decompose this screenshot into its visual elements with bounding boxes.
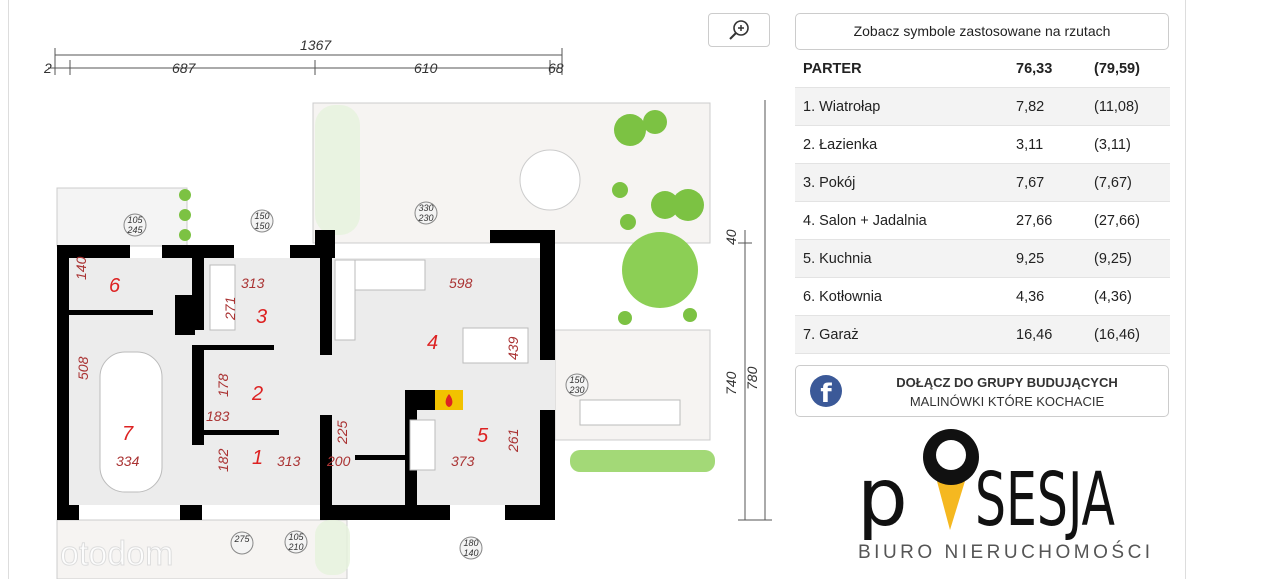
room-name: 2. Łazienka (795, 125, 1008, 164)
dim-room3-height: 271 (222, 297, 238, 321)
dim-room4-height: 439 (505, 336, 521, 360)
room-area-gross: (4,36) (1086, 277, 1170, 316)
floor-area: 76,33 (1008, 50, 1086, 88)
dim-room4-width: 598 (449, 275, 473, 291)
room-area: 9,25 (1008, 239, 1086, 278)
dim-side-b: 740 (723, 371, 739, 395)
room-area: 16,46 (1008, 315, 1086, 354)
svg-text:150: 150 (569, 375, 584, 385)
svg-text:150: 150 (254, 221, 269, 231)
room-number-1: 1 (252, 447, 263, 469)
room-area-gross: (16,46) (1086, 315, 1170, 354)
room-area: 27,66 (1008, 201, 1086, 240)
room-area-gross: (9,25) (1086, 239, 1170, 278)
svg-text:105: 105 (127, 215, 143, 225)
svg-text:245: 245 (126, 225, 143, 235)
zoom-in-icon (729, 20, 749, 40)
dim-room3-width: 313 (241, 275, 265, 291)
room-number-6: 6 (109, 275, 121, 297)
dim-room2-height: 178 (215, 373, 231, 397)
svg-text:330: 330 (418, 203, 433, 213)
svg-text:SESJA: SESJA (975, 457, 1115, 540)
posesja-logo: p SESJA (857, 429, 1115, 540)
svg-text:p: p (857, 451, 908, 540)
room-number-2: 2 (251, 383, 263, 405)
facebook-icon: f (810, 375, 842, 407)
dim-top-c: 610 (414, 60, 438, 76)
room-number-4: 4 (427, 332, 438, 354)
facebook-line2: MALINÓWKI KTÓRE KOCHACIE (909, 394, 1105, 409)
room-name: 6. Kotłownia (795, 277, 1008, 316)
dim-side-c: 780 (744, 366, 760, 390)
room-area-gross: (7,67) (1086, 163, 1170, 202)
dim-stairs: 225 (334, 420, 350, 445)
room-area: 3,11 (1008, 125, 1086, 164)
svg-text:275: 275 (233, 534, 250, 544)
dim-top-b: 687 (172, 60, 197, 76)
room-name: 7. Garaż (795, 315, 1008, 354)
room-number-5: 5 (477, 425, 489, 447)
floor-plan: 1367 2 687 610 68 40 740 780 6 3 4 2 7 1… (43, 37, 772, 579)
dim-room1-width: 313 (277, 453, 301, 469)
room-area: 4,36 (1008, 277, 1086, 316)
floor-area-gross: (79,59) (1086, 50, 1170, 88)
svg-text:230: 230 (417, 213, 433, 223)
zoom-in-button[interactable] (708, 13, 770, 47)
room-name: 1. Wiatrołap (795, 87, 1008, 126)
svg-text:230: 230 (568, 385, 584, 395)
floor-name: PARTER (795, 50, 1008, 88)
facebook-line1: DOŁĄCZ DO GRUPY BUDUJĄCYCH (896, 375, 1118, 390)
dim-side-a: 40 (723, 229, 739, 245)
room-area-gross: (27,66) (1086, 201, 1170, 240)
svg-text:140: 140 (463, 548, 478, 558)
dim-top-d: 68 (548, 60, 564, 76)
room-area: 7,82 (1008, 87, 1086, 126)
dim-room2-width: 183 (206, 408, 230, 424)
logo-subtitle: BIURO NIERUCHOMOŚCI (858, 542, 1154, 563)
dim-room5-width: 373 (451, 453, 475, 469)
room-area-gross: (11,08) (1086, 87, 1170, 126)
dim-room7-height: 508 (75, 356, 91, 380)
svg-text:150: 150 (254, 211, 269, 221)
dim-room1-height: 182 (215, 448, 231, 472)
walls (57, 230, 555, 520)
room-area: 7,67 (1008, 163, 1086, 202)
dim-total-width: 1367 (300, 37, 332, 53)
dim-room6-height: 140 (73, 256, 89, 280)
svg-text:210: 210 (287, 542, 303, 552)
page-border-left (8, 0, 9, 579)
fireplace-icon (445, 394, 453, 407)
table-header-row: PARTER 76,33 (79,59) (795, 50, 1170, 88)
dim-top-a: 2 (43, 60, 52, 76)
room-area-gross: (3,11) (1086, 125, 1170, 164)
dim-room1-b: 200 (326, 453, 351, 469)
room-name: 5. Kuchnia (795, 239, 1008, 278)
room-name: 3. Pokój (795, 163, 1008, 202)
facebook-group-link[interactable]: f DOŁĄCZ DO GRUPY BUDUJĄCYCH MALINÓWKI K… (795, 365, 1169, 417)
dim-room7-width: 334 (116, 453, 140, 469)
svg-text:180: 180 (463, 538, 478, 548)
svg-text:105: 105 (288, 532, 304, 542)
page-border-right (1185, 0, 1186, 579)
room-number-7: 7 (122, 423, 134, 445)
symbols-button[interactable]: Zobacz symbole zastosowane na rzutach (795, 13, 1169, 50)
watermark: otodom (60, 535, 173, 573)
tree-icons (179, 110, 704, 325)
room-number-3: 3 (256, 306, 267, 328)
room-name: 4. Salon + Jadalnia (795, 201, 1008, 240)
dim-room5-height: 261 (505, 429, 521, 453)
